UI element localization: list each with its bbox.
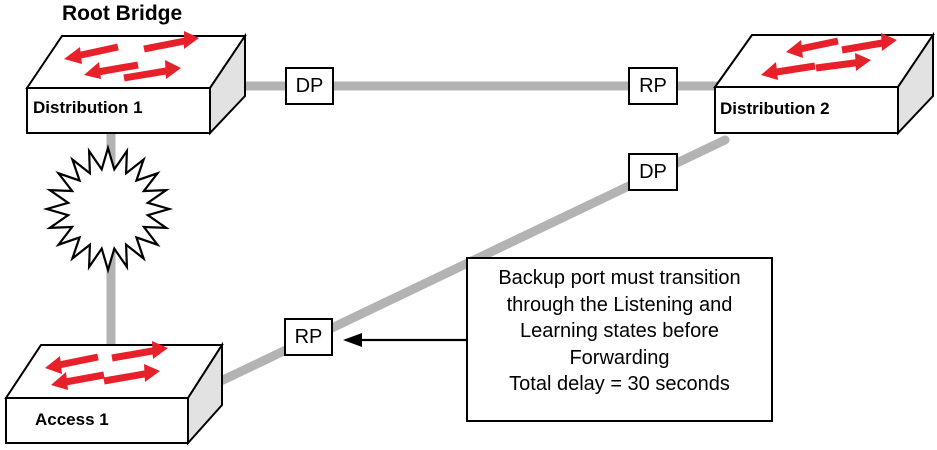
distribution1-label: Distribution 1 — [33, 98, 143, 117]
port-badge-d2-dp: DP — [628, 153, 678, 191]
callout-line: Forwarding — [569, 346, 670, 369]
port-badge-access1-rp: RP — [284, 318, 333, 356]
backup-port-callout: Backup port must transition through the … — [466, 257, 773, 422]
port-badge-d1-dp: DP — [285, 67, 334, 105]
access1-label: Access 1 — [35, 410, 109, 429]
callout-line: Backup port must transition — [498, 267, 741, 289]
link-failure-burst-icon — [42, 144, 174, 274]
callout-line: Learning states before — [519, 320, 720, 342]
distribution1-switch-icon — [25, 31, 247, 136]
distribution2-label: Distribution 2 — [720, 99, 830, 118]
port-badge-d2-rp: RP — [628, 67, 678, 105]
callout-line: Total delay = 30 seconds — [509, 373, 730, 395]
callout-line: through the Listening and — [506, 293, 733, 316]
callout-arrowhead-icon — [343, 333, 362, 347]
distribution2-switch-icon — [713, 31, 935, 136]
root-bridge-title: Root Bridge — [62, 2, 183, 25]
access1-switch-icon — [4, 341, 224, 446]
